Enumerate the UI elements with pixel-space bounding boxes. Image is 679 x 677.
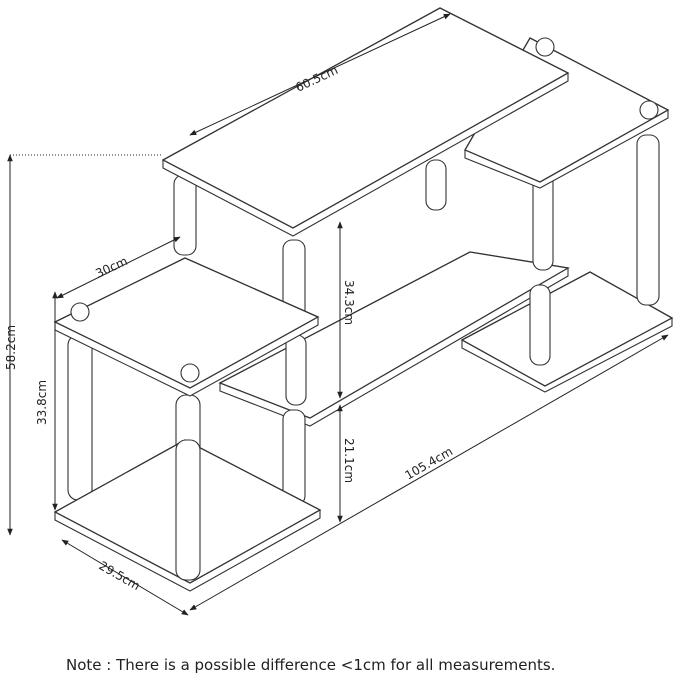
dim-total-height: 58.2cm	[4, 325, 18, 370]
measurement-note: Note : There is a possible difference <1…	[66, 656, 556, 674]
dim-lower-tier-height: 21.1cm	[342, 438, 356, 483]
dim-upper-tier-height: 34.3cm	[342, 280, 356, 325]
dim-left-shelf-width: 30cm	[93, 254, 129, 281]
dim-depth: 29.5cm	[97, 558, 143, 593]
dimension-lines	[7, 13, 669, 616]
dim-left-section-height: 33.8cm	[35, 380, 49, 425]
bottom-left-shelf	[53, 439, 322, 592]
dim-total-length: 105.4cm	[403, 444, 456, 482]
